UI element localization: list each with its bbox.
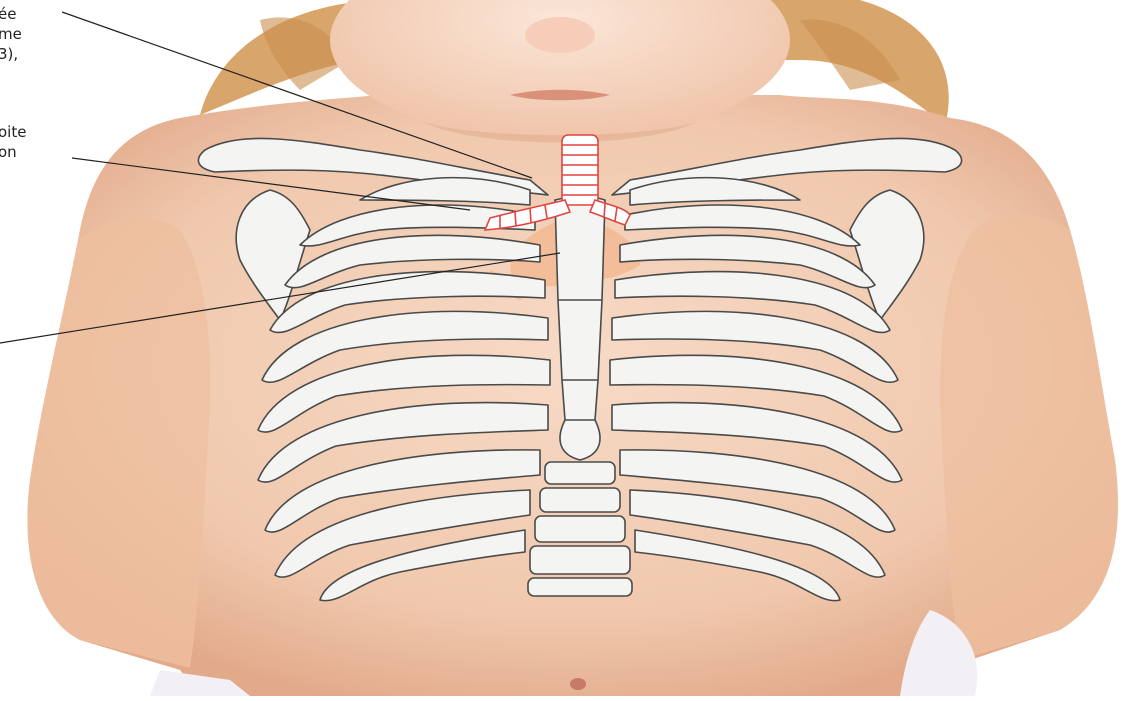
left-arm <box>27 218 210 668</box>
annotation-line: me <box>0 24 22 44</box>
right-arm <box>940 215 1118 660</box>
annotation-line: ée <box>0 4 22 24</box>
annotation-line: 3), <box>0 44 22 64</box>
xiphoid <box>560 420 600 460</box>
annotation-line: oite <box>0 122 26 142</box>
sternum <box>555 196 605 431</box>
navel <box>570 678 586 690</box>
annotation-line: on <box>0 142 26 162</box>
